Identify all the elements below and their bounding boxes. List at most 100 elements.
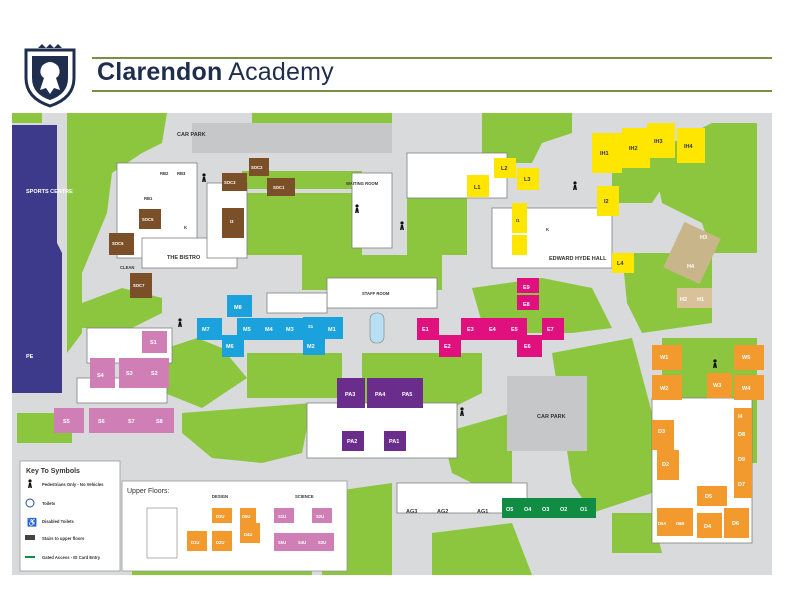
header-rule-top xyxy=(92,57,772,59)
disabled-icon: ♿ xyxy=(27,517,37,527)
room-h3: H3 xyxy=(700,235,707,241)
room-s1: S1 xyxy=(150,340,157,346)
room-l1: L1 xyxy=(474,185,480,191)
room-e2: E2 xyxy=(444,344,451,350)
pedestrian-icon xyxy=(202,173,206,182)
room-s4: S4 xyxy=(97,373,105,379)
room-ih2: IH2 xyxy=(629,146,638,152)
pedestrian-icon xyxy=(713,359,717,368)
toilet-icon xyxy=(25,498,35,508)
room-pa4: PA4 xyxy=(375,392,386,398)
room-d1u: D1U xyxy=(191,540,199,545)
office-rooms xyxy=(502,498,596,518)
key-label-stairs: Stairs to upper floors xyxy=(42,536,85,541)
room-l4: L4 xyxy=(617,261,624,267)
science-heading: SCIENCE xyxy=(295,494,314,499)
room-d7: D7 xyxy=(738,482,745,488)
the-bistro-label: THE BISTRO xyxy=(167,255,201,261)
english-rooms xyxy=(417,278,564,357)
room-w3: W3 xyxy=(713,383,721,389)
header-rule-bottom xyxy=(92,90,772,92)
small-left-labels: RB1 RB2 RB3 CLEAN K THE BISTRO xyxy=(120,171,201,270)
room-soc6: SOC6 xyxy=(112,241,124,246)
room-e9: E9 xyxy=(523,285,530,291)
room-w5: W5 xyxy=(742,355,750,361)
room-m7: M7 xyxy=(202,327,210,333)
performing-arts-labels: PA3 PA4 PA5 PA2 PA1 xyxy=(345,392,412,445)
room-w2: W2 xyxy=(660,386,668,392)
room-i2: I2 xyxy=(604,199,609,205)
room-s2: S2 xyxy=(151,371,158,377)
social-rooms xyxy=(109,158,295,298)
kitchen-right-label: K xyxy=(546,227,549,232)
pedestrian-icon xyxy=(28,479,32,488)
pond xyxy=(369,312,385,344)
staff-room-label: STAFF ROOM xyxy=(362,291,390,296)
edward-hyde-hall-label: EDWARD HYDE HALL xyxy=(549,256,607,262)
huts xyxy=(663,221,721,308)
room-d8: D8 xyxy=(738,432,745,438)
humanities-rooms xyxy=(467,123,705,273)
room-s3: S3 xyxy=(126,371,133,377)
room-clean: CLEAN xyxy=(120,265,134,270)
crest-logo-icon xyxy=(24,44,76,108)
room-m3: M3 xyxy=(286,327,294,333)
key-label-disabled: Disabled Toilets xyxy=(42,519,74,524)
room-pa2: PA2 xyxy=(347,439,357,445)
waiting-room-label: WAITING ROOM xyxy=(346,181,379,186)
room-d4: D4 xyxy=(704,524,712,530)
campus-map: CAR PARK CAR PARK SPORTS CENTRE PE SOC2 … xyxy=(12,113,772,575)
room-h2: H2 xyxy=(680,297,687,303)
room-e8: E8 xyxy=(523,302,530,308)
sports-centre-label: SPORTS CENTRE xyxy=(26,189,73,195)
pedestrian-icon xyxy=(573,181,577,190)
room-soc7: SOC7 xyxy=(133,283,145,288)
social-labels: SOC2 SOC3 SOC1 I3 SOC5 SOC6 SOC7 xyxy=(112,165,285,288)
science-labels: S1 S2 S3 S4 S5 S6 S7 S8 xyxy=(63,340,163,425)
room-s1-maths: S1 xyxy=(308,324,314,329)
pedestrian-icon xyxy=(460,407,464,416)
room-l2: L2 xyxy=(501,166,507,172)
room-m1: M1 xyxy=(328,327,336,333)
pe-label: PE xyxy=(26,354,34,360)
room-rb2: RB2 xyxy=(160,171,169,176)
sports-centre-building xyxy=(12,125,62,393)
room-d6a: D6A xyxy=(658,521,666,526)
room-e3: E3 xyxy=(467,327,474,333)
key-label-pedestrians: Pedestrians Only - No Vehicles xyxy=(42,482,104,487)
office-labels: O5 O4 O3 O2 O1 xyxy=(506,507,587,513)
pedestrian-icon xyxy=(400,221,404,230)
kitchen-left-label: K xyxy=(184,225,187,230)
key-title: Key To Symbols xyxy=(26,468,80,475)
room-ih4: IH4 xyxy=(684,144,694,150)
room-d3u: D3U xyxy=(216,514,224,519)
room-o2: O2 xyxy=(560,507,567,513)
room-o1: O1 xyxy=(580,507,587,513)
room-h1: H1 xyxy=(697,297,704,303)
room-m6: M6 xyxy=(226,344,234,350)
room-s7: S7 xyxy=(128,419,135,425)
room-ag2: AG2 xyxy=(437,509,448,515)
room-d3: D3 xyxy=(658,429,665,435)
room-e4: E4 xyxy=(489,327,497,333)
room-soc5: SOC5 xyxy=(142,217,154,222)
maths-labels: M8 M7 M6 M5 M4 M3 M2 S1 M1 xyxy=(202,305,336,350)
room-e7: E7 xyxy=(547,327,554,333)
science-rooms xyxy=(54,331,174,433)
room-i4: I4 xyxy=(738,414,744,420)
room-m5: M5 xyxy=(243,327,251,333)
page-title: Clarendon Academy xyxy=(97,58,334,86)
room-w4: W4 xyxy=(742,386,751,392)
room-e6: E6 xyxy=(524,344,531,350)
room-i3: I3 xyxy=(230,219,234,224)
room-m2: M2 xyxy=(307,344,315,350)
room-e5: E5 xyxy=(511,327,518,333)
room-i1: I1 xyxy=(516,218,520,223)
performing-arts-rooms xyxy=(337,378,423,451)
room-ih3: IH3 xyxy=(654,139,663,145)
room-s6: S6 xyxy=(98,419,105,425)
car-park-mid-label: CAR PARK xyxy=(537,414,566,420)
room-pa5: PA5 xyxy=(402,392,412,398)
room-pa3: PA3 xyxy=(345,392,355,398)
room-l3: L3 xyxy=(524,177,530,183)
